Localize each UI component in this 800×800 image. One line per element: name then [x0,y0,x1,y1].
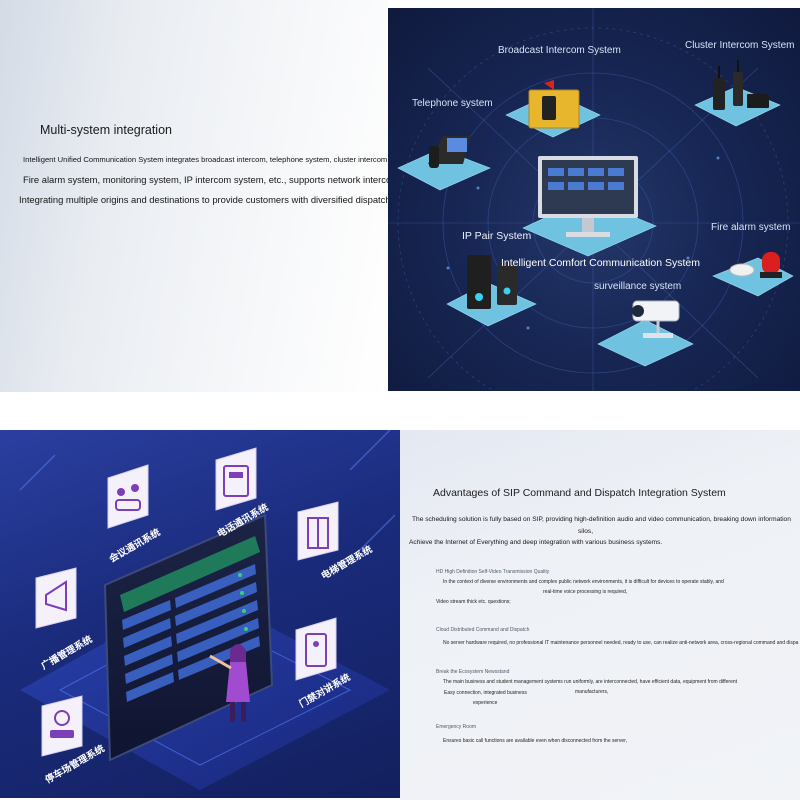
presenter-figure [209,644,250,722]
cluster-intercom-devices [711,58,771,123]
sip-intro-line-3: Achieve the Internet of Everything and d… [409,539,663,546]
advantage-text: Video stream thick etc. questions; [436,599,511,605]
ip-pair-devices [467,253,522,318]
label-comfort-communication-system: Intelligent Comfort Communication System [501,257,700,269]
meeting-icon-card [107,464,149,529]
sip-title: Advantages of SIP Command and Dispatch I… [433,487,726,499]
advantage-heading: Break the Ecosystem Newsstand [436,669,510,675]
advantage-text: No server hardware required, no professi… [443,640,799,646]
multi-system-line-3: Integrating multiple origins and destina… [19,194,428,205]
advantage-heading: HD High Definition Self-Video Transmissi… [436,569,550,575]
isometric-dashboard-illustration [0,430,400,798]
advantage-text: experience [473,700,498,706]
advantage-heading: Cloud Distributed Command and Dispatch [436,627,530,633]
advantage-text: Easy connection, integrated business [444,690,527,696]
ip-telephone-device [423,126,473,176]
label-broadcast-intercom-system: Broadcast Intercom System [498,45,621,56]
surveillance-camera [613,293,683,348]
advantage-text: The main business and student management… [443,679,738,685]
sip-intro-line-1: The scheduling solution is fully based o… [412,516,791,523]
multi-system-line-2: Fire alarm system, monitoring system, IP… [23,174,427,185]
fax-phone-icon-card [215,447,257,511]
dispatch-monitor [538,156,638,251]
sip-advantages-panel: Advantages of SIP Command and Dispatch I… [400,430,800,800]
multi-system-panel: Multi-system integration Intelligent Uni… [0,0,428,392]
label-ip-pair-system: IP Pair System [462,230,532,242]
advantage-text: real-time voice processing is required, [543,589,628,595]
system-architecture-diagram: Broadcast Intercom System Cluster Interc… [388,8,800,391]
multi-system-line-1: Intelligent Unified Communication System… [23,155,408,164]
sip-intro-line-2: silos, [578,528,594,535]
label-surveillance-system: surveillance system [594,281,682,292]
fire-alarm-devices [728,246,788,289]
broadcast-intercom-device [524,80,584,140]
label-fire-alarm-system: Fire alarm system [711,222,791,233]
parking-car-icon-card [41,695,83,757]
advantage-text: Ensures basic call functions are availab… [443,738,627,744]
megaphone-icon-card [35,567,77,629]
door-intercom-icon-card [295,617,337,681]
elevator-icon-card [297,501,339,561]
advantage-text: In the context of diverse environments a… [443,579,724,585]
label-telephone-system: Telephone system [412,98,493,109]
advantage-text: manufacturers, [575,689,609,695]
label-cluster-intercom-system: Cluster Intercom System [685,40,795,51]
advantage-heading: Emergency Room [436,724,477,730]
isometric-scene [19,430,396,790]
multi-system-title: Multi-system integration [40,123,172,137]
